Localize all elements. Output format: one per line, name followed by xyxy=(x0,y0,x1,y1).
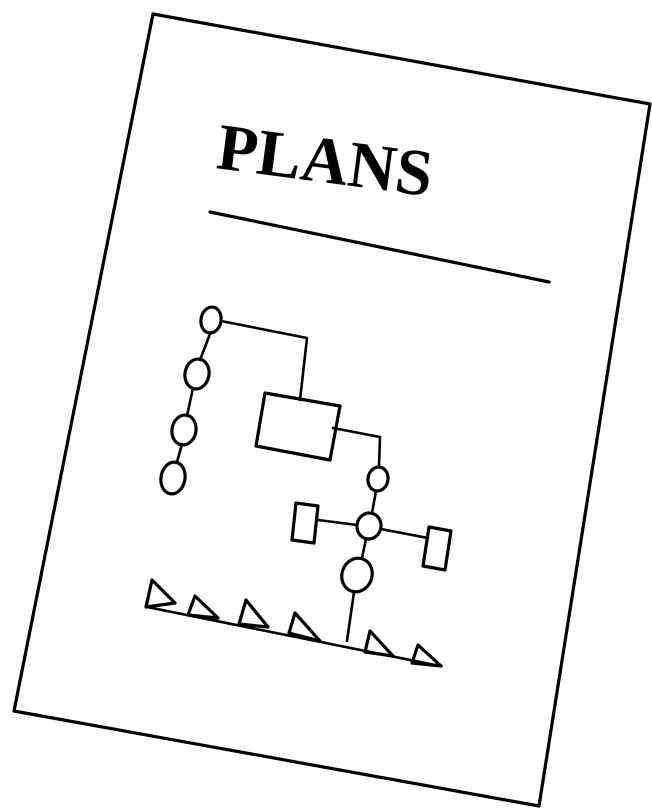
chain-link xyxy=(177,444,182,462)
chain-link xyxy=(362,539,366,558)
connector-line xyxy=(333,428,380,466)
branch-line xyxy=(381,529,428,538)
title-underline xyxy=(210,212,549,282)
side-rect-left xyxy=(292,503,318,543)
triangle-marker xyxy=(365,631,393,656)
node-circle xyxy=(355,511,383,541)
connector-line xyxy=(221,321,307,400)
node-circle xyxy=(170,413,199,447)
stem-line xyxy=(347,592,354,641)
document-title: PLANS xyxy=(213,110,437,211)
plan-diagram xyxy=(146,305,451,666)
branch-line xyxy=(318,520,357,525)
chain-link xyxy=(372,491,376,513)
chain-link xyxy=(200,334,210,360)
node-circle xyxy=(337,554,377,596)
node-circle xyxy=(158,460,187,496)
triangle-marker xyxy=(239,600,268,627)
node-circle xyxy=(199,305,223,334)
chain-link xyxy=(187,388,193,416)
node-circle xyxy=(183,357,212,391)
triangle-marker xyxy=(146,580,175,607)
triangle-marker xyxy=(188,596,218,618)
central-box xyxy=(256,393,340,460)
node-circle xyxy=(366,465,390,492)
side-rect-right xyxy=(423,527,451,570)
